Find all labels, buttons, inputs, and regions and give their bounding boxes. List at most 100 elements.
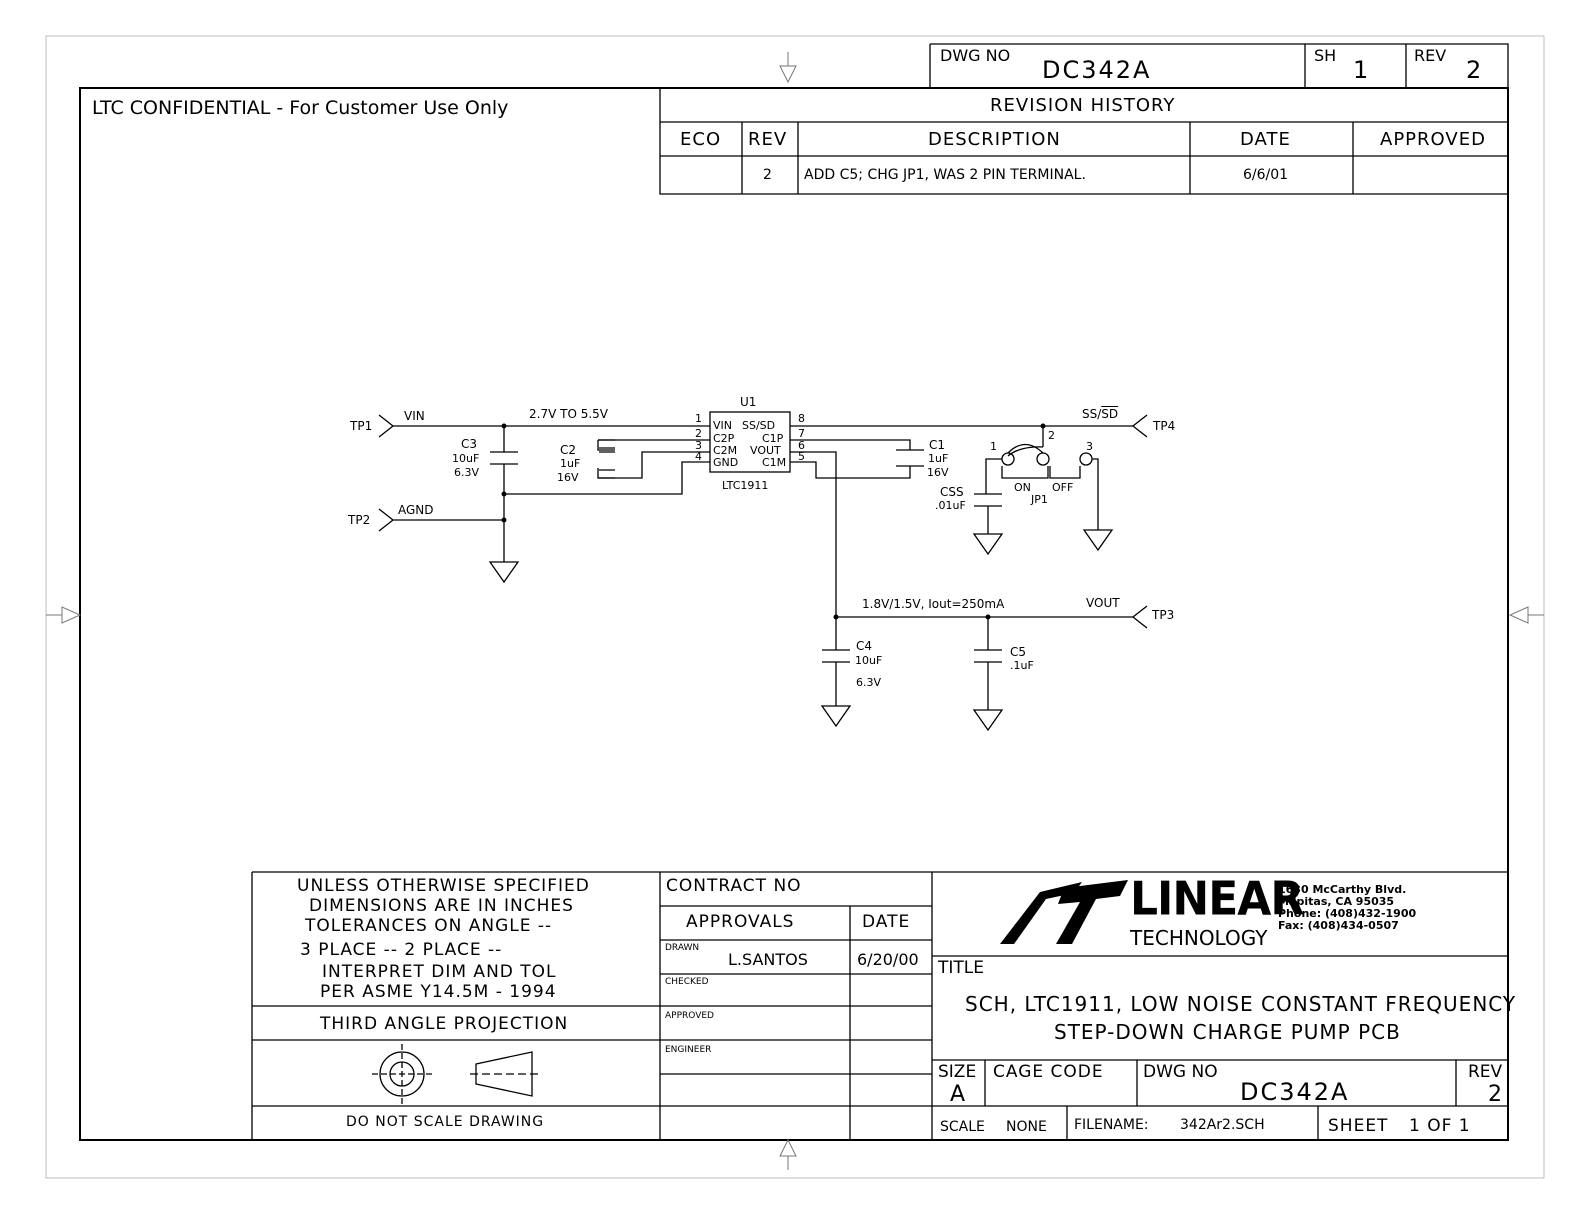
lt-logo-icon: [1000, 880, 1128, 944]
jp1-pin3: 3: [1086, 440, 1093, 453]
sheet-label: SHEET: [1328, 1116, 1389, 1136]
sheet-value: 1 OF 1: [1409, 1116, 1471, 1136]
spec-line-1: UNLESS OTHERWISE SPECIFIED: [297, 876, 590, 896]
tp3-label: TP3: [1152, 608, 1175, 622]
jp1-off: OFF: [1052, 481, 1074, 494]
tp4-label: TP4: [1153, 419, 1176, 433]
vin-range-label: 2.7V TO 5.5V: [529, 407, 608, 421]
drawn-label: DRAWN: [665, 943, 700, 953]
spec-line-3: TOLERANCES ON ANGLE --: [305, 916, 553, 936]
confidential-notice: LTC CONFIDENTIAL - For Customer Use Only: [92, 97, 509, 119]
revision-history-title: REVISION HISTORY: [990, 95, 1176, 116]
engineer-label: ENGINEER: [665, 1045, 712, 1055]
vout-spec-label: 1.8V/1.5V, Iout=250mA: [862, 597, 1005, 611]
header-sh: 1: [1353, 56, 1369, 84]
u1-pin4-num: 4: [695, 450, 702, 463]
spec-line-6: PER ASME Y14.5M - 1994: [320, 982, 557, 1002]
c1-voltage: 16V: [927, 466, 949, 479]
cage-code-label: CAGE CODE: [993, 1062, 1104, 1082]
title-line-1: SCH, LTC1911, LOW NOISE CONSTANT FREQUEN…: [965, 992, 1517, 1016]
u1-pin5-num: 5: [798, 450, 805, 463]
c3-ref: C3: [461, 437, 478, 451]
c5-value: .1uF: [1010, 659, 1034, 672]
tb-rev-value: 2: [1488, 1082, 1502, 1107]
u1-pin1-num: 1: [695, 412, 702, 425]
tp1-label: TP1: [350, 419, 373, 433]
no-scale-label: DO NOT SCALE DRAWING: [346, 1114, 545, 1130]
projection-label: THIRD ANGLE PROJECTION: [320, 1014, 569, 1034]
size-label: SIZE: [938, 1062, 977, 1082]
rev-row-description: ADD C5; CHG JP1, WAS 2 PIN TERMINAL.: [804, 167, 1086, 183]
tb-dwg-no: DC342A: [1240, 1078, 1350, 1106]
ss-label: SS/SD: [1082, 408, 1118, 420]
address-line-3: Phone: (408)432-1900: [1278, 907, 1417, 920]
vout-net-label: VOUT: [1086, 596, 1120, 610]
header-rev: 2: [1466, 56, 1482, 84]
c3-value: 10uF: [452, 452, 480, 465]
company-sub: TECHNOLOGY: [1130, 926, 1268, 950]
u1-part: LTC1911: [722, 479, 769, 492]
u1-pin7-name: C1P: [762, 432, 784, 445]
rev-col-description: DESCRIPTION: [928, 129, 1061, 150]
approvals-label: APPROVALS: [686, 912, 795, 932]
ss-label-bar: SD: [1101, 407, 1119, 421]
jp1-pin1: 1: [990, 440, 997, 453]
css-ref: CSS: [940, 485, 964, 499]
scale-label: SCALE: [940, 1119, 985, 1135]
rev-col-eco: ECO: [680, 129, 722, 150]
approved-label: APPROVED: [665, 1011, 714, 1021]
c4-ref: C4: [856, 639, 873, 653]
jp1-ref: JP1: [1031, 493, 1048, 506]
c2-ref: C2: [560, 443, 577, 457]
address-line-4: Fax: (408)434-0507: [1278, 919, 1399, 932]
u1-pin4-name: GND: [713, 456, 739, 469]
spec-line-2: DIMENSIONS ARE IN INCHES: [309, 896, 574, 916]
tb-dwg-no-label: DWG NO: [1143, 1062, 1218, 1082]
u1-ref: U1: [740, 395, 757, 409]
contract-no-label: CONTRACT NO: [666, 876, 802, 896]
spec-line-5: INTERPRET DIM AND TOL: [322, 962, 557, 982]
rev-col-rev: REV: [748, 129, 788, 150]
c2-voltage: 16V: [557, 471, 579, 484]
scale-value: NONE: [1006, 1119, 1047, 1135]
u1-pin2-num: 2: [695, 427, 702, 440]
ss-label-text: SS/: [1082, 407, 1102, 421]
agnd-label: AGND: [398, 503, 434, 517]
u1-pin6-num: 6: [798, 439, 805, 452]
c4-value: 10uF: [855, 654, 883, 667]
header-rev-label: REV: [1414, 46, 1447, 65]
header-dwg-no-label: DWG NO: [940, 46, 1011, 65]
header-sh-label: SH: [1314, 46, 1337, 65]
company-name: LINEAR: [1130, 872, 1304, 927]
size-value: A: [950, 1082, 966, 1107]
css-value: .01uF: [935, 499, 966, 512]
rev-row-rev: 2: [763, 167, 772, 183]
drawn-by: L.SANTOS: [728, 950, 808, 969]
u1-pin8-name: SS/SD: [742, 419, 776, 432]
u1-pin5-name: C1M: [762, 456, 787, 469]
spec-line-4: 3 PLACE -- 2 PLACE --: [300, 940, 503, 960]
u1-pin1-name: VIN: [713, 419, 732, 432]
c5-ref: C5: [1010, 645, 1027, 659]
rev-col-approved: APPROVED: [1380, 129, 1486, 150]
u1-pin7-num: 7: [798, 427, 805, 440]
filename-label: FILENAME:: [1074, 1117, 1149, 1133]
tp2-label: TP2: [348, 513, 371, 527]
address-line-1: 1630 McCarthy Blvd.: [1278, 883, 1407, 896]
u1-pin3-name: C2M: [713, 444, 738, 457]
u1-pin8-num: 8: [798, 412, 805, 425]
c1-ref: C1: [929, 438, 946, 452]
u1-pin6-name: VOUT: [750, 444, 781, 457]
date-label: DATE: [862, 912, 911, 932]
filename-value: 342Ar2.SCH: [1180, 1117, 1265, 1133]
title-line-2: STEP-DOWN CHARGE PUMP PCB: [1054, 1020, 1401, 1044]
c4-voltage: 6.3V: [856, 676, 882, 689]
vin-label: VIN: [404, 409, 425, 423]
drawn-date: 6/20/00: [857, 950, 919, 969]
checked-label: CHECKED: [665, 977, 709, 987]
c1-value: 1uF: [928, 452, 949, 465]
rev-col-date: DATE: [1240, 129, 1291, 150]
tb-rev-label: REV: [1468, 1062, 1503, 1082]
address-line-2: Milpitas, CA 95035: [1278, 895, 1395, 908]
